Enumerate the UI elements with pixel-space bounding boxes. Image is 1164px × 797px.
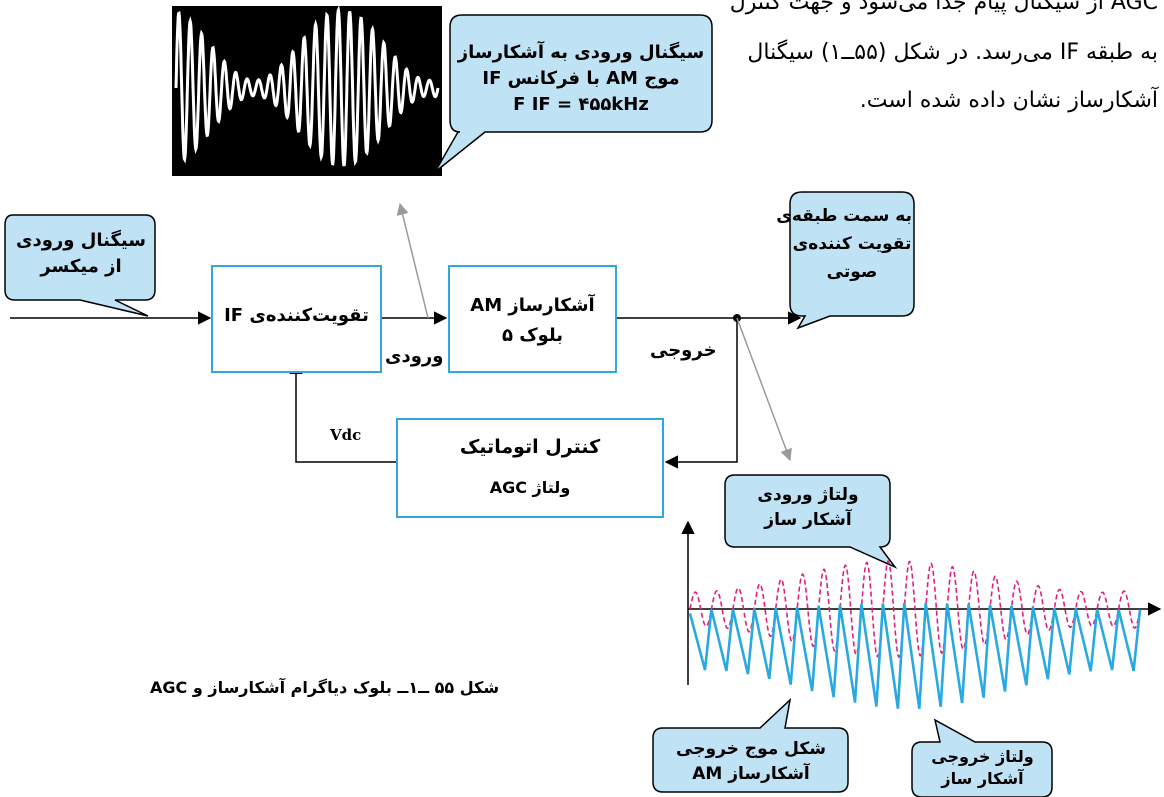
am-detector-block: آشکارساز AM بلوک ۵ — [448, 265, 617, 373]
detector-voltage-callout-line2: آشکار ساز — [764, 509, 852, 530]
agc-block: کنترل اتوماتیک ولتاژ AGC — [396, 418, 664, 518]
detector-voltage-callout-bubble — [724, 474, 898, 569]
detector-input-callout-line3: F IF = ۴۵۵kHz — [513, 94, 649, 116]
am-detector-label: آشکارساز AM — [470, 295, 595, 316]
block-number-label: بلوک ۵ — [501, 325, 564, 346]
audio-amp-callout-line1: به سمت طبقه‌ی — [776, 206, 912, 226]
am-input-wave — [689, 560, 1141, 659]
if-amplifier-label: تقویت‌کننده‌ی IF — [224, 305, 369, 326]
output-waveform-callout-line2: آشکارساز AM — [692, 763, 810, 784]
gray-probe-arrow-input — [396, 202, 429, 319]
output-waveform-callout-bubble — [652, 697, 849, 793]
detector-input-callout-line1: سیگنال ورودی به آشکارساز — [457, 42, 705, 63]
audio-amp-callout-line3: صوتی — [826, 262, 878, 283]
input-callout-line1: سیگنال ورودی — [16, 230, 146, 251]
detector-waveform-plot — [681, 520, 1162, 709]
input-callout-line2: از میکسر — [40, 256, 122, 278]
vdc-label: Vdc — [330, 426, 362, 444]
feedback-to-agc-arrow — [664, 318, 738, 469]
audio-amp-callout-text: به سمت طبقه‌ی تقویت کننده‌ی صوتی — [776, 202, 912, 286]
agc-label-line1: کنترل اتوماتیک — [459, 436, 601, 458]
input-label: ورودی — [385, 346, 444, 367]
agc-label-line2: ولتاژ AGC — [489, 478, 571, 497]
output-waveform-callout-text: شکل موج خروجی آشکارساز AM — [655, 737, 847, 786]
figure-caption: شکل ۵۵ ــ۱ــ بلوک دیاگرام آشکارساز و AGC — [150, 678, 500, 697]
if-amplifier-block: تقویت‌کننده‌ی IF — [211, 265, 382, 373]
agc-to-if-arrow — [289, 360, 396, 463]
input-callout-bubble — [4, 214, 156, 317]
output-voltage-callout-text: ولتاژ خروجی آشکار ساز — [914, 746, 1051, 791]
audio-amp-callout-line2: تقویت کننده‌ی — [792, 234, 912, 255]
gray-probe-arrow-output — [736, 317, 792, 462]
output-label: خروجی — [650, 340, 717, 361]
audio-amp-callout-bubble — [789, 191, 915, 330]
detector-voltage-callout-text: ولتاژ ورودی آشکار ساز — [727, 483, 889, 532]
intro-text-line1: AGC از سیگنال پیام جدا می‌شود و جهت کنتر… — [729, 0, 1158, 15]
input-callout-text: سیگنال ورودی از میکسر — [8, 228, 154, 280]
output-voltage-callout-line1: ولتاژ خروجی — [931, 747, 1034, 766]
output-waveform-callout-line1: شکل موج خروجی — [676, 739, 826, 759]
detector-voltage-callout-line1: ولتاژ ورودی — [757, 485, 859, 505]
output-voltage-callout-line2: آشکار ساز — [941, 769, 1024, 789]
intro-text-line2: به طبقه IF می‌رسد. در شکل (۵۵ــ۱) سیگنال — [747, 40, 1158, 65]
detector-input-callout-line2: موج AM با فرکانس IF — [482, 68, 680, 90]
detector-input-callout-bubble — [434, 14, 713, 173]
detector-input-callout-text: سیگنال ورودی به آشکارساز موج AM با فرکان… — [452, 40, 710, 118]
detector-output-wave — [688, 602, 1142, 709]
am-modulated-wave — [174, 4, 440, 167]
intro-text-line3: آشکارساز نشان داده شده است. — [859, 88, 1158, 113]
am-waveform-panel — [172, 4, 442, 176]
